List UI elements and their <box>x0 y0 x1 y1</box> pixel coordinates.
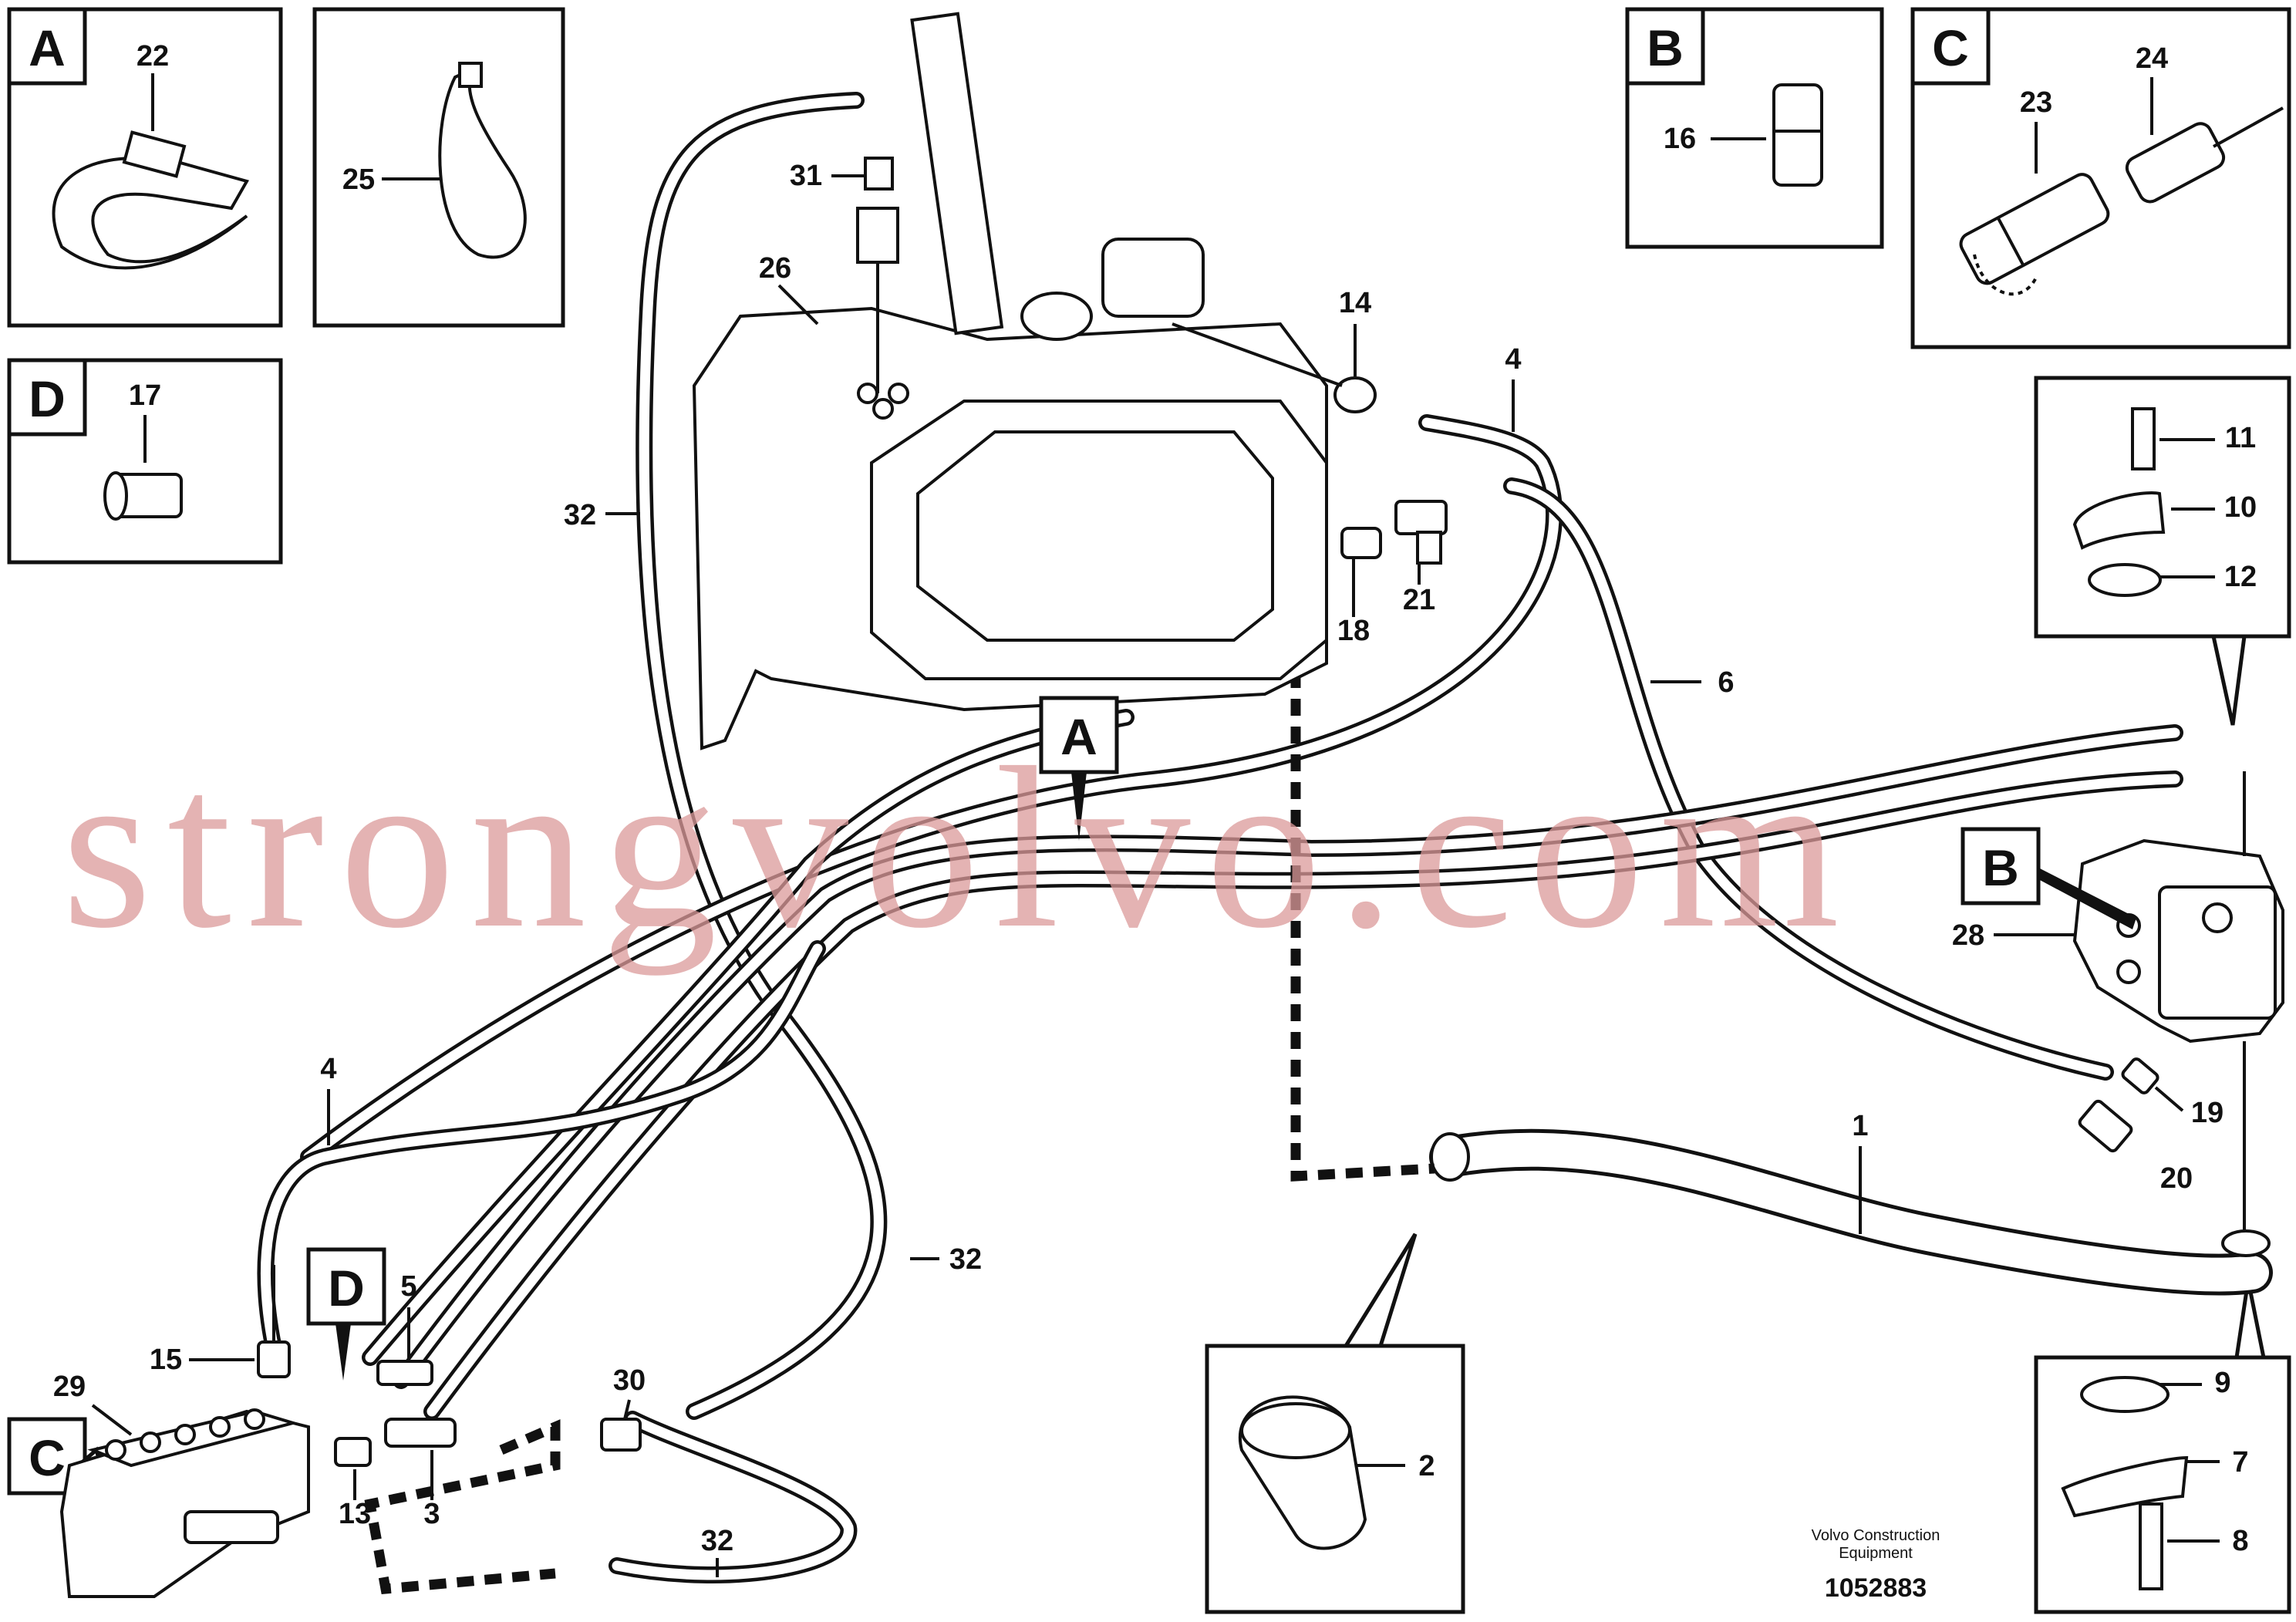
part-label-29: 30 <box>613 1364 646 1397</box>
fitting-21 <box>1394 500 1448 565</box>
part-label-27: 26 <box>759 252 791 285</box>
control-valve-28 <box>59 1408 310 1598</box>
hose-bundle <box>362 709 2183 1420</box>
part-label-9: 9 <box>2214 1367 2230 1399</box>
callout-letter-a: A <box>1060 708 1097 765</box>
part-label-1: 1 <box>1852 1110 1868 1142</box>
detail-box-a: A 22 <box>7 7 283 328</box>
callout-letter-b: B <box>1982 839 2019 896</box>
footer-maker-line1: Volvo Construction <box>1812 1527 1940 1544</box>
part-label-6: 6 <box>1718 666 1734 699</box>
detail-box-clamp-2: 2 <box>1205 1233 1465 1614</box>
bracket-10 <box>2072 491 2166 550</box>
hose-4-top <box>300 414 1563 1165</box>
bolt-8 <box>2139 1502 2163 1590</box>
callout-letter-c: C <box>29 1429 66 1486</box>
fitting-20 <box>2078 1099 2133 1153</box>
footer-drawing-number: 1052883 <box>1825 1573 1927 1603</box>
suction-hose-1 <box>1429 1128 2273 1296</box>
detail-box-bracket-top: 11 10 12 <box>2034 376 2291 726</box>
hydraulic-tank-27 <box>692 12 1328 750</box>
fitting-15 <box>257 1265 291 1378</box>
part-label-18: 18 <box>1337 615 1370 647</box>
detail-letter-a: A <box>29 19 66 76</box>
dashed-line-a <box>1290 671 1435 1182</box>
fitting-13 <box>334 1437 372 1467</box>
fitting-18 <box>1340 527 1382 559</box>
part-label-23: 23 <box>2020 86 2052 119</box>
part-label-10: 10 <box>2224 491 2257 524</box>
hose-clamp-22 <box>52 156 250 270</box>
callout-b-pump: B <box>1961 827 2136 929</box>
callout-d-bottom: D <box>306 1247 386 1381</box>
quick-coupling-24 <box>2125 122 2226 204</box>
detail-letter-c: C <box>1932 19 1969 76</box>
part-label-25: 25 <box>342 164 375 196</box>
hose-fitting-5 <box>376 1360 433 1386</box>
hose-fitting-3 <box>384 1418 457 1448</box>
part-label-28: 29 <box>53 1371 86 1403</box>
part-label-31: 31 <box>790 160 822 192</box>
detail-box-c: C 23 24 <box>1910 7 2291 349</box>
fitting-19 <box>2121 1057 2159 1094</box>
part-label-17: 17 <box>129 379 161 412</box>
part-label-2: 2 <box>1418 1450 1435 1482</box>
part-label-4-bottom: 4 <box>320 1053 336 1085</box>
part-label-12: 12 <box>2224 561 2257 593</box>
hose-30 <box>609 1411 858 1583</box>
part-label-32-bottom: 32 <box>949 1243 982 1276</box>
part-label-11: 11 <box>2225 422 2256 454</box>
cable-tie-25 <box>438 66 527 259</box>
footer-maker-line2: Equipment <box>1839 1545 1913 1562</box>
hose-4-bottom <box>257 940 826 1374</box>
part-label-19: 19 <box>2191 1097 2224 1129</box>
fitting-14 <box>1333 376 1377 413</box>
part-label-14: 14 <box>1339 287 1371 319</box>
detail-letter-d: D <box>29 370 66 427</box>
part-label-20: 20 <box>2160 1162 2193 1195</box>
part-label-13: 13 <box>339 1498 371 1530</box>
bracket-7 <box>2061 1455 2189 1518</box>
part-label-7: 7 <box>2232 1446 2248 1479</box>
part-label-5: 5 <box>400 1270 416 1303</box>
o-ring-9 <box>2080 1376 2170 1413</box>
bolt-11 <box>2131 407 2156 470</box>
watermark-text: strongvolvo.com <box>62 720 1855 976</box>
callout-letter-d: D <box>328 1259 365 1317</box>
callout-a-tank: A <box>1039 696 1119 841</box>
dashed-line-bottom <box>364 1419 561 1595</box>
o-ring-12 <box>2088 563 2162 597</box>
quick-coupling-23 <box>1959 173 2110 285</box>
part-label-21: 21 <box>1403 584 1435 616</box>
detail-box-bracket-bottom: 9 7 8 <box>2034 1280 2291 1614</box>
part-label-16: 16 <box>1664 123 1696 155</box>
detail-box-b: B 16 <box>1625 7 1884 249</box>
part-label-26: 28 <box>1952 919 1984 952</box>
part-label-15: 15 <box>150 1344 182 1376</box>
fitting-29 <box>600 1418 642 1452</box>
part-label-22: 22 <box>137 40 169 73</box>
fitting-31 <box>856 157 899 393</box>
detail-box-d: D 17 <box>7 358 283 565</box>
part-label-3: 3 <box>423 1498 440 1530</box>
part-label-32-top: 32 <box>564 499 596 531</box>
detail-box-25: 25 <box>312 7 565 328</box>
part-label-4-top: 4 <box>1505 343 1521 376</box>
part-label-24: 24 <box>2136 42 2168 75</box>
part-label-8: 8 <box>2232 1525 2248 1557</box>
detail-letter-b: B <box>1647 19 1684 76</box>
part-label-30: 32 <box>701 1525 733 1557</box>
fitting-16 <box>1772 83 1823 187</box>
hose-32 <box>636 92 888 1420</box>
